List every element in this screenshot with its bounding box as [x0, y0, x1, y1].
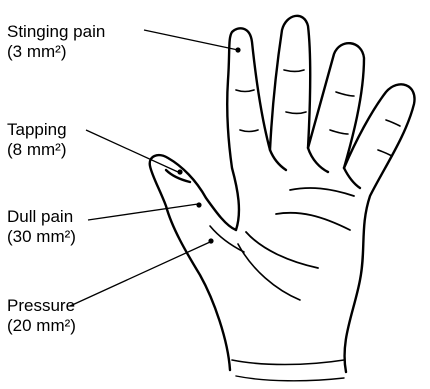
label-title: Dull pain: [7, 207, 76, 227]
label-area: (8 mm²): [7, 140, 67, 160]
label-pressure: Pressure (20 mm²): [7, 296, 76, 336]
dot-pressure: [208, 238, 213, 243]
dot-tapping: [177, 169, 182, 174]
label-title: Tapping: [7, 120, 67, 140]
label-area: (20 mm²): [7, 316, 76, 336]
pointer-line-stinging: [144, 30, 238, 50]
label-title: Stinging pain: [7, 22, 105, 42]
pointer-line-tapping: [86, 130, 178, 172]
dot-dull: [196, 202, 201, 207]
label-title: Pressure: [7, 296, 76, 316]
label-stinging-pain: Stinging pain (3 mm²): [7, 22, 105, 62]
pointer-line-pressure: [70, 242, 210, 306]
dot-stinging: [235, 47, 240, 52]
label-tapping: Tapping (8 mm²): [7, 120, 67, 160]
label-area: (30 mm²): [7, 227, 76, 247]
hand-outline: [150, 16, 415, 372]
label-dull-pain: Dull pain (30 mm²): [7, 207, 76, 247]
label-area: (3 mm²): [7, 42, 105, 62]
pointer-line-dull: [88, 204, 198, 220]
